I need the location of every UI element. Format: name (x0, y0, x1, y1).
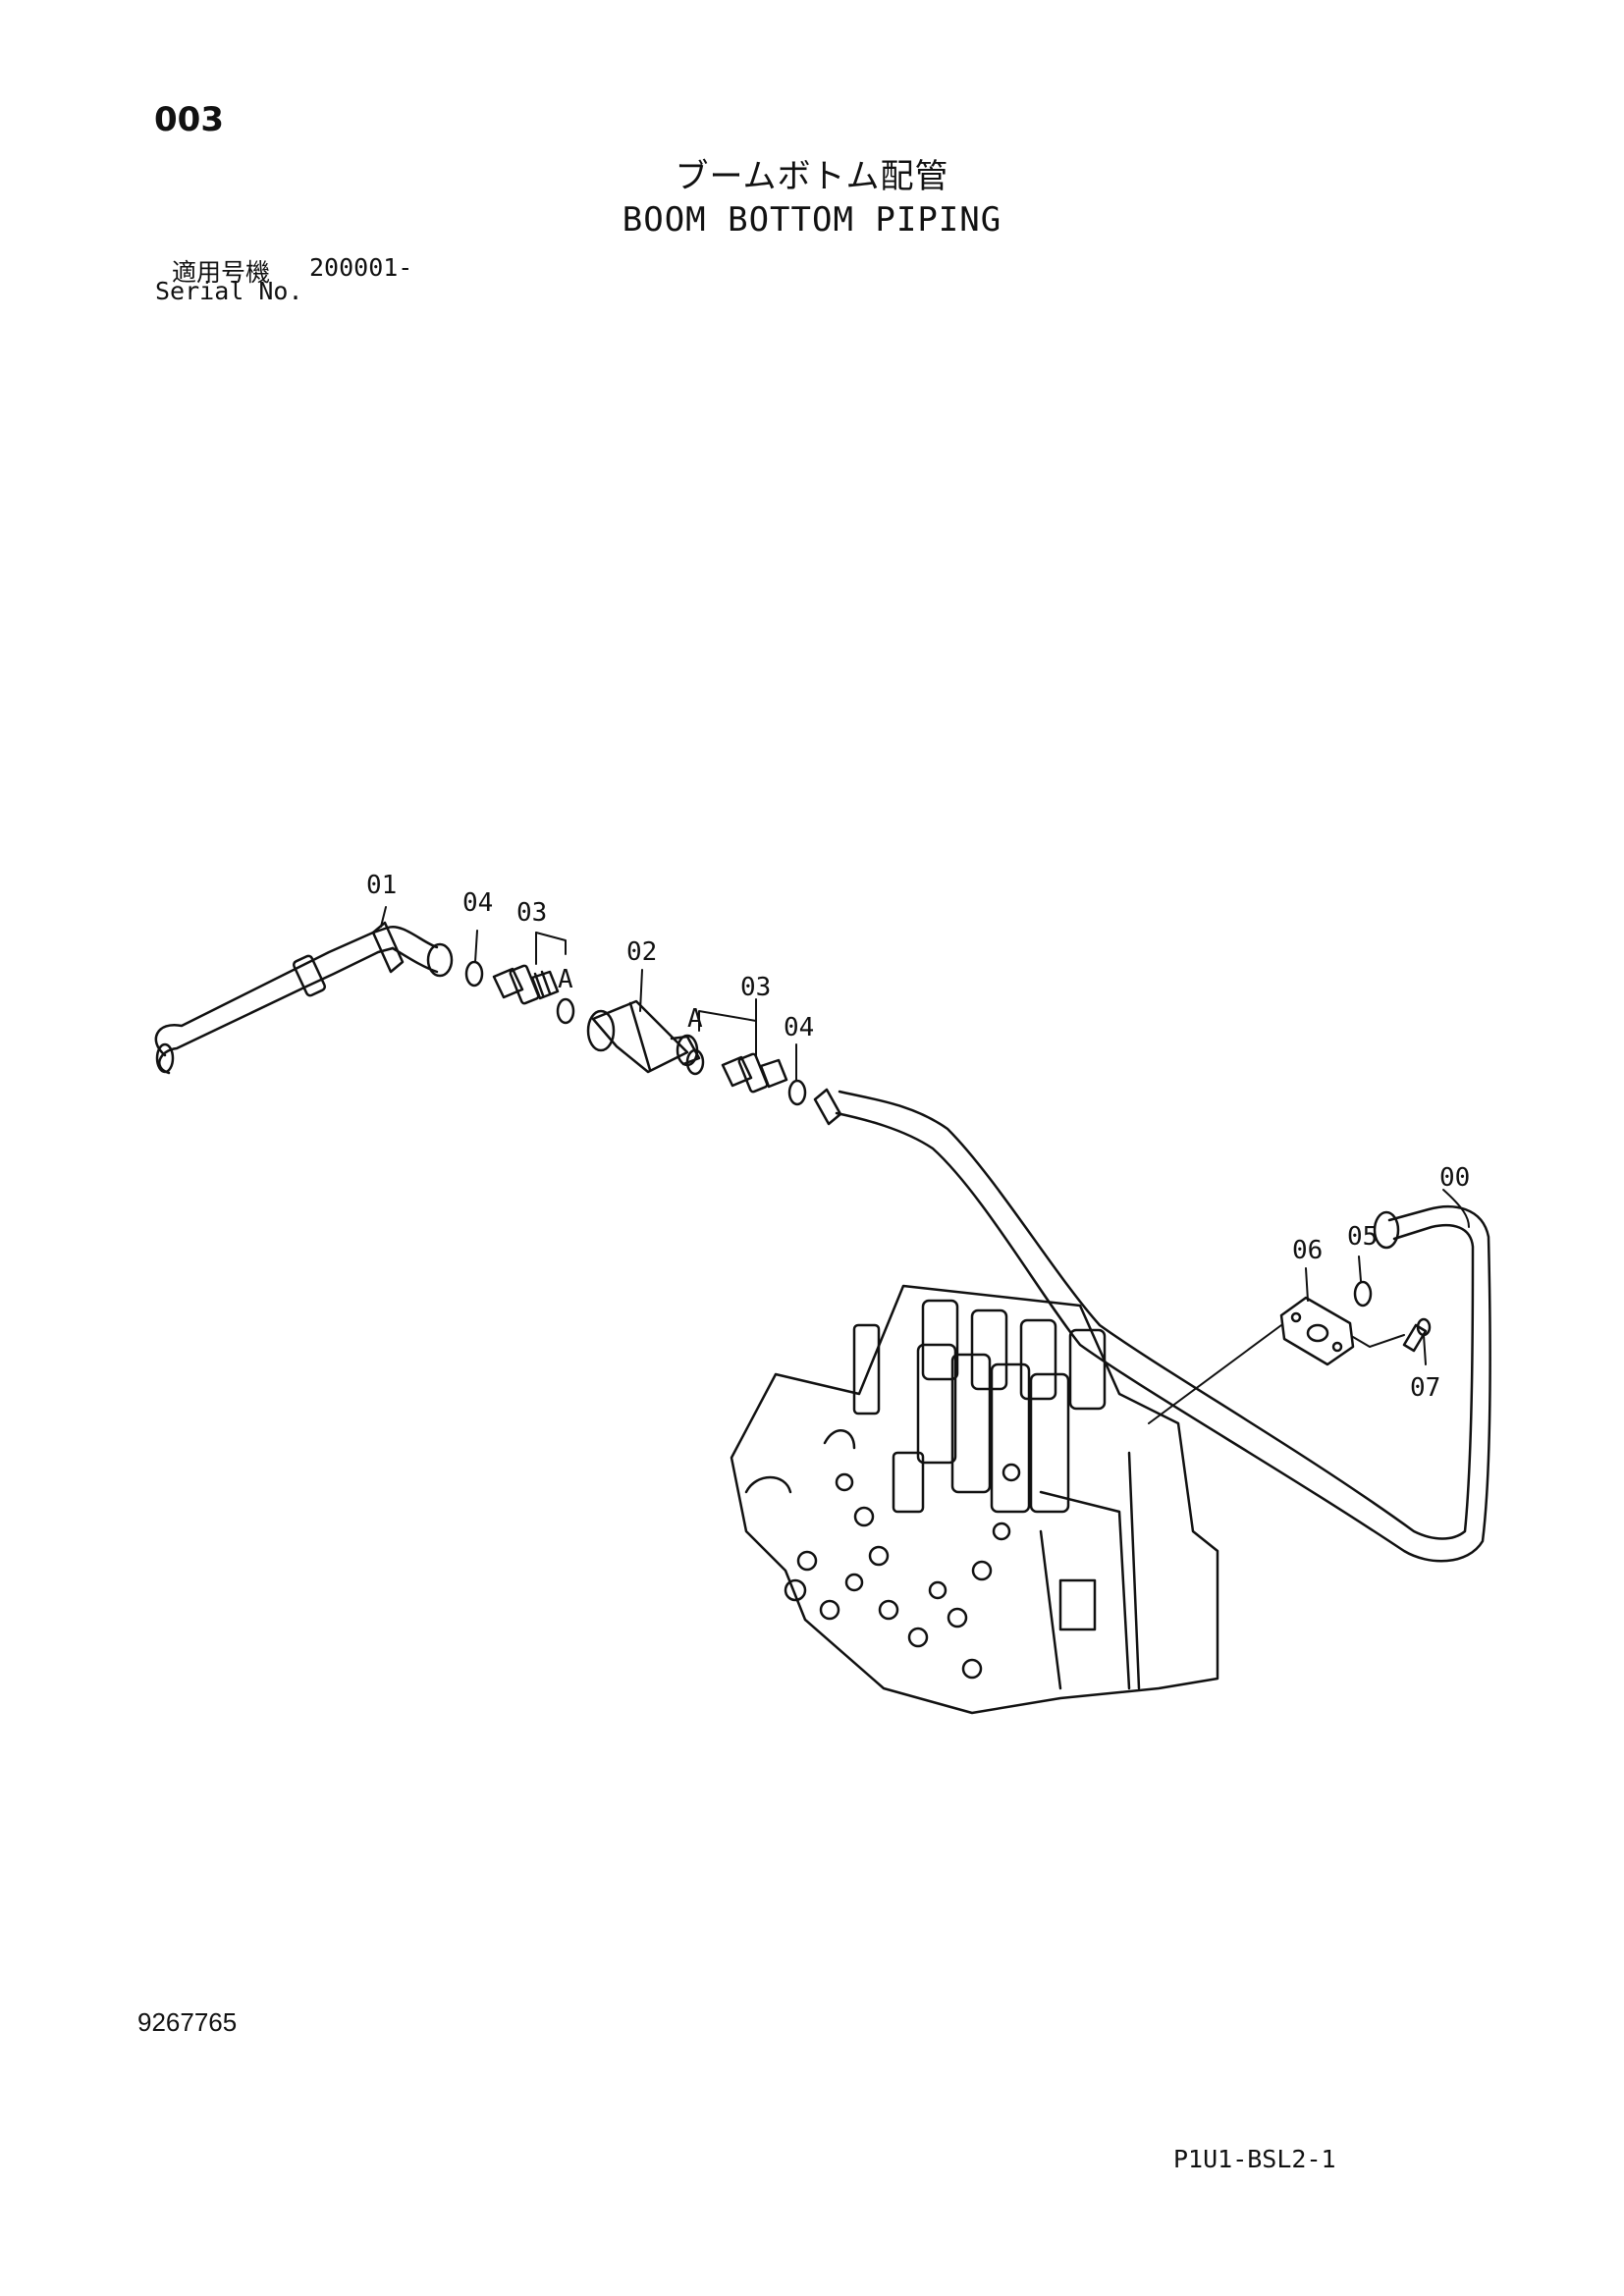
callout-00: 00 (1439, 1163, 1470, 1193)
callout-02: 02 (626, 937, 657, 967)
callout-06: 06 (1292, 1236, 1323, 1265)
callout-a-right: A (687, 1004, 703, 1034)
callout-03-left: 03 (516, 898, 547, 928)
callout-07: 07 (1410, 1373, 1440, 1403)
pipe-01 (154, 921, 454, 1075)
figure-code: P1U1-BSL2-1 (1173, 2145, 1336, 2173)
o-ring-a-left (556, 997, 575, 1025)
callout-01: 01 (366, 871, 397, 900)
callout-05: 05 (1347, 1222, 1378, 1252)
o-ring-04-right (787, 1079, 807, 1106)
serial-label-japanese: 適用号機 (172, 258, 271, 287)
adapter-02 (586, 999, 701, 1074)
flange-06 (1279, 1296, 1355, 1366)
callout-04-left: 04 (462, 888, 493, 918)
serial-range: 200001- (309, 253, 413, 282)
fitting-03-right (721, 1052, 788, 1094)
o-ring-04-left (464, 960, 484, 988)
title-japanese: ブームボトム配管 (675, 157, 949, 196)
drawing-number: 9267765 (137, 2007, 238, 2037)
serial-label-english: Serial No. (155, 277, 303, 305)
control-valve-assembly (730, 1284, 1219, 1715)
bolt-07 (1402, 1317, 1432, 1353)
fitting-03-left (492, 964, 560, 1005)
pipe-00 (813, 1088, 1491, 1563)
leader-lines (380, 906, 1470, 1424)
callout-04-right: 04 (784, 1013, 814, 1042)
callout-a-left: A (558, 965, 573, 994)
callout-03-right: 03 (740, 973, 771, 1002)
title-english: BOOM BOTTOM PIPING (622, 200, 1002, 240)
page-number: 003 (154, 100, 224, 139)
o-ring-05 (1353, 1280, 1373, 1308)
o-ring-a-right (685, 1048, 705, 1076)
